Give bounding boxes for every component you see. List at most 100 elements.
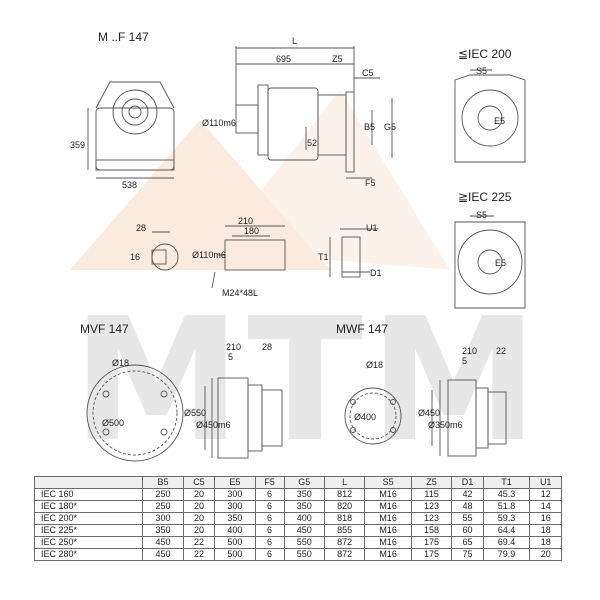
table-cell: 45.3 <box>482 488 531 501</box>
side-G5-label: G5 <box>384 122 397 132</box>
table-cell: 250 <box>142 500 184 513</box>
shaft-180-label: 180 <box>244 226 260 236</box>
table-cell: 550 <box>283 536 325 549</box>
table-cell: 350 <box>214 512 256 525</box>
table-cell: 51.8 <box>482 500 531 513</box>
table-cell: 65 <box>451 536 484 549</box>
table-cell: 500 <box>214 548 256 561</box>
table-cell: 20 <box>529 548 562 561</box>
table-cell: 18 <box>529 536 562 549</box>
header-cell: D1 <box>451 476 484 489</box>
mwf-pilot-label: Ø350m6 <box>428 420 463 430</box>
table-cell: 175 <box>410 548 453 561</box>
header-cell: E5 <box>214 476 256 489</box>
table-cell: 6 <box>254 548 285 561</box>
side-L-label: L <box>292 36 298 46</box>
table-cell: M16 <box>364 500 412 513</box>
table-cell: 400 <box>283 512 325 525</box>
side-B5-label: B5 <box>364 122 376 132</box>
shaft-210-label: 210 <box>238 216 254 226</box>
side-695-label: 695 <box>276 54 292 64</box>
table-cell: 6 <box>254 488 285 501</box>
row-label-cell: IEC 200* <box>33 512 144 525</box>
mvf-pcd-label: Ø500 <box>102 418 125 428</box>
input-T1-label: T1 <box>318 252 329 262</box>
row-label-cell: IEC 225* <box>33 524 144 537</box>
table-cell: 115 <box>410 488 453 501</box>
header-cell: Z5 <box>410 476 453 489</box>
table-cell: 12 <box>529 488 562 501</box>
table-cell: 59.3 <box>482 512 531 525</box>
iec200-E5-label: E5 <box>494 116 506 126</box>
key-16-label: 16 <box>130 252 141 262</box>
table-cell: 6 <box>254 536 285 549</box>
header-cell: L <box>323 476 366 489</box>
table-cell: 872 <box>323 548 366 561</box>
table-cell: M16 <box>364 548 412 561</box>
shaft-detail <box>211 225 286 289</box>
mwf-title: MWF 147 <box>336 322 389 336</box>
header-cell: G5 <box>283 476 325 489</box>
mvf-title: MVF 147 <box>80 322 129 336</box>
mwf-210-label: 210 <box>462 346 478 356</box>
table-cell: 20 <box>182 488 216 501</box>
header-cell: U1 <box>529 476 562 489</box>
table-cell: 69.4 <box>482 536 531 549</box>
mf-title: M ..F 147 <box>98 30 149 44</box>
row-label-cell: IEC 250* <box>33 536 144 549</box>
table-cell: 175 <box>410 536 453 549</box>
table-cell: 500 <box>214 536 256 549</box>
mvf-outer-label: Ø550 <box>184 408 207 418</box>
key-detail <box>151 231 179 271</box>
iec225-title: ≧IEC 225 <box>458 190 512 204</box>
iec225-view <box>454 215 526 309</box>
table-cell: 14 <box>529 500 562 513</box>
shaft-thread-label: M24*48L <box>222 288 259 298</box>
table-cell: 350 <box>283 500 325 513</box>
table-cell: 250 <box>142 488 184 501</box>
table-cell: 450 <box>283 524 325 537</box>
mwf-22-label: 22 <box>496 346 507 356</box>
table-cell: 820 <box>323 500 366 513</box>
row-label-cell: IEC 280* <box>33 548 144 561</box>
header-cell: F5 <box>254 476 285 489</box>
header-cell: S5 <box>364 476 412 489</box>
mf-front-view <box>87 81 175 179</box>
table-cell: 20 <box>182 500 216 513</box>
table-cell: 300 <box>214 500 256 513</box>
table-cell: 55 <box>451 512 484 525</box>
header-cell: B5 <box>142 476 184 489</box>
table-header-row: B5 C5 E5 F5 G5 L S5 Z5 D1 T1 U1 <box>33 476 562 489</box>
table-cell: 75 <box>451 548 484 561</box>
table-cell: 158 <box>410 524 453 537</box>
mvf-hole-label: Ø18 <box>112 358 130 368</box>
table-cell: 123 <box>410 512 453 525</box>
table-cell: 450 <box>142 548 184 561</box>
mwf-pcd-label: Ø400 <box>354 412 377 422</box>
table-cell: 22 <box>182 536 216 549</box>
mvf-flange-view <box>86 364 283 462</box>
table-cell: 16 <box>529 512 562 525</box>
mwf-hole-label: Ø18 <box>366 360 384 370</box>
table-cell: 22 <box>182 548 216 561</box>
table-cell: 300 <box>214 488 256 501</box>
side-Z5-label: Z5 <box>332 54 343 64</box>
mvf-210-label: 210 <box>226 342 242 352</box>
mwf-5-label: 5 <box>462 356 468 366</box>
side-F5-label: F5 <box>365 178 376 188</box>
key-28-label: 28 <box>136 223 147 233</box>
table-cell: 855 <box>323 524 366 537</box>
table-cell: 872 <box>323 536 366 549</box>
side-view <box>235 46 393 179</box>
mf-width-label: 538 <box>122 180 138 190</box>
row-label-cell: IEC 160 <box>33 488 144 501</box>
